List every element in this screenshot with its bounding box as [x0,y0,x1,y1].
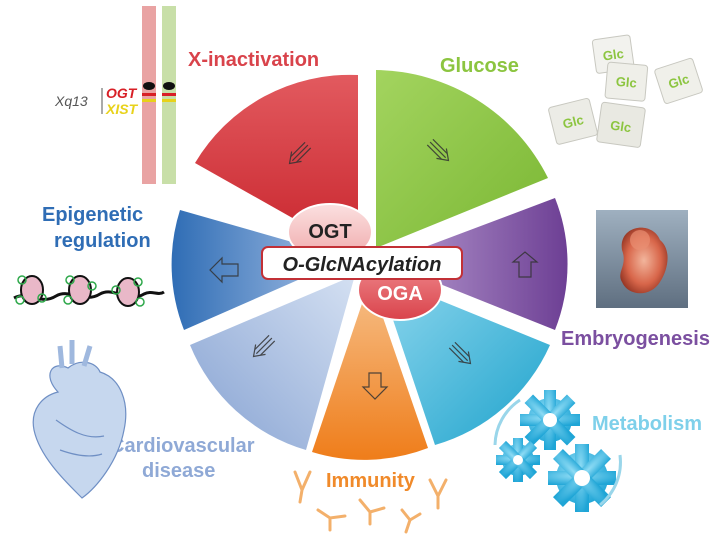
heart-icon [32,340,127,499]
gene-ogt-label: OGT [106,85,138,101]
sugar-cube-label: Glc [615,74,637,91]
locus-label: Xq13 [54,93,88,109]
svg-text:Cardiovascular disease: Cardiovascular disease [110,435,260,482]
label-metabolism: Metabolism [592,413,702,435]
process-label: O-GlcNAcylation [283,254,442,276]
label-epigenetic-line1: Epigenetic [42,204,143,226]
oga-label: OGA [377,283,423,305]
segment-metabolism [378,275,550,445]
arrow-icon [361,372,389,400]
segment-embryogenesis [385,198,568,330]
chromosome-icon [101,6,176,184]
segment-arrows [209,138,539,400]
process-box [261,246,463,280]
label-x-inactivation: X-inactivation [188,49,319,71]
segment-epigenetic [171,210,348,330]
label-cardiovascular-line1: Cardiovascular [110,435,255,457]
segment-immunity [312,280,428,460]
arrow-icon [511,251,539,278]
ogt-label: OGT [308,221,351,243]
label-cardiovascular-line2: disease [142,460,215,482]
embryo-icon [596,210,688,308]
gene-xist-label: XIST [105,101,139,117]
sugar-cubes-icon: Glc Glc Glc Glc Glc [548,34,703,148]
arrow-icon [426,138,450,162]
label-immunity: Immunity [326,470,416,492]
arrow-icon [448,341,472,365]
sugar-cube-label: Glc [666,71,691,92]
arrow-icon [288,141,312,165]
segment-glucose [376,70,548,248]
gears-icon [493,390,622,512]
arrow-icon [252,334,276,358]
nucleosome-icon [13,275,165,307]
arrow-icon [209,256,239,284]
svg-text:Epigenetic regulation: Epigenetic regulation [42,204,151,252]
antibodies-icon [293,470,448,534]
center-hub: OGT O-GlcNAcylation OGA [261,203,463,321]
label-epigenetic-line2: regulation [54,230,151,252]
sugar-cube-label: Glc [602,46,625,64]
sugar-cube-label: Glc [609,117,632,135]
label-embryogenesis: Embryogenesis [561,328,710,350]
sugar-cube-label: Glc [561,112,585,132]
segment-cardiovascular [190,275,355,450]
label-glucose: Glucose [440,55,519,77]
